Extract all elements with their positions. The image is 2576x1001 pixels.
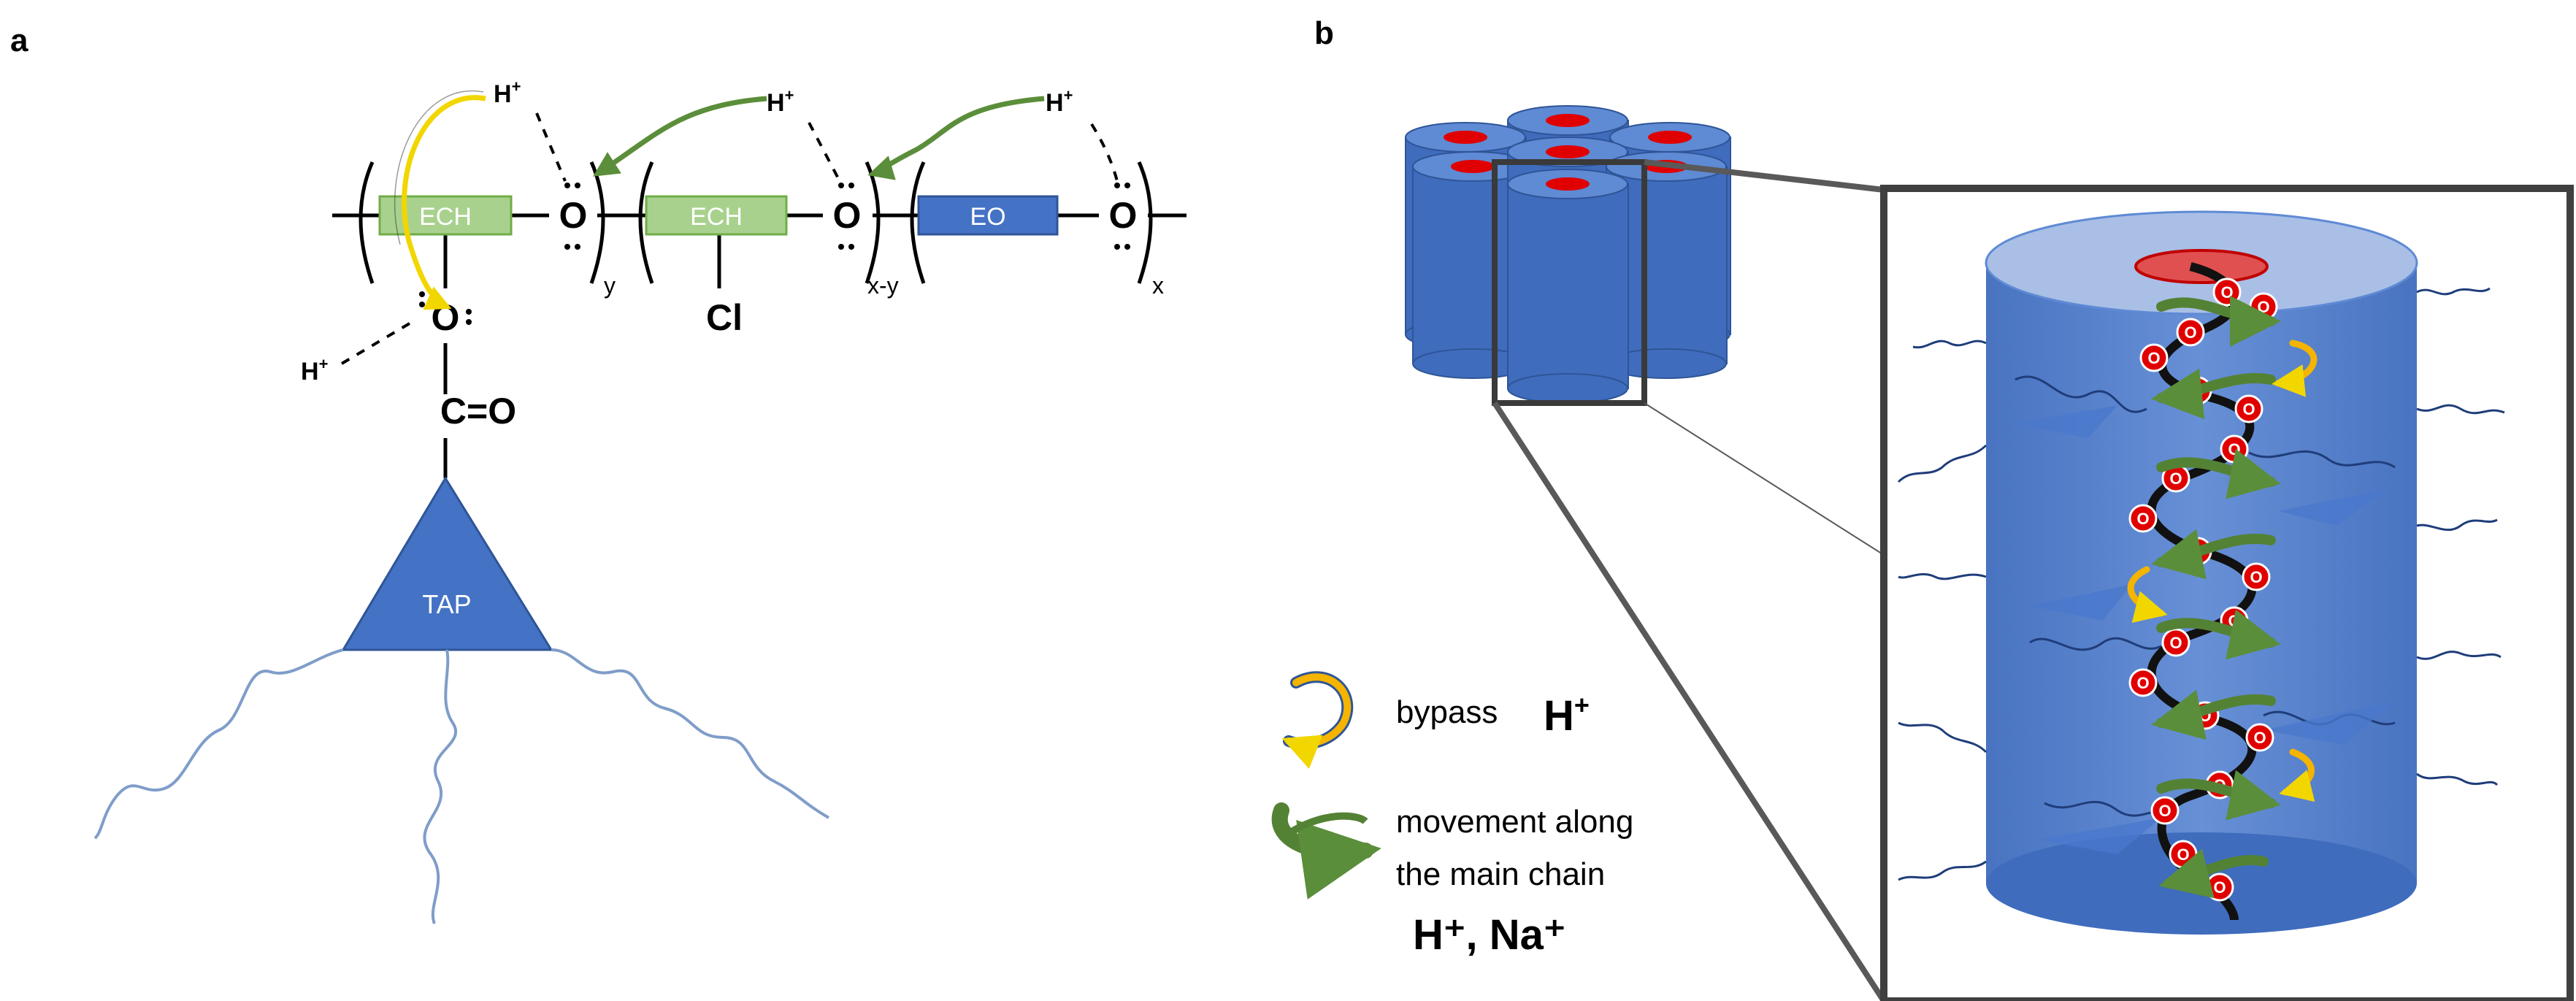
- svg-text:O: O: [2242, 400, 2255, 418]
- ech-unit-box: [645, 195, 788, 236]
- oxygen-marker: O: [2169, 840, 2198, 869]
- bypass-label: bypass: [1396, 694, 1498, 730]
- chlorine-label: Cl: [706, 297, 743, 338]
- oxygen-marker: O: [2212, 277, 2242, 307]
- oxygen-marker: O: [2205, 872, 2234, 902]
- svg-text:O: O: [1109, 195, 1138, 236]
- proton-2: H+: [767, 86, 794, 117]
- panel-a-label: a: [10, 23, 28, 58]
- oxygen-marker: O: [2150, 796, 2180, 825]
- enlarged-cylinder: [1985, 210, 2418, 935]
- subscript-x-y: x-y: [867, 272, 899, 299]
- oxygen-marker: O: [2161, 628, 2190, 657]
- zoom-selection-box: [1492, 159, 1647, 406]
- bypass-ion-label: H+: [1544, 690, 1590, 740]
- main-chain-label-line1: movement along: [1396, 804, 1633, 840]
- oxygen-marker: O: [2220, 434, 2249, 464]
- ester-oxygen: O: [419, 291, 472, 338]
- hydrogen-bond: [340, 320, 415, 365]
- proton-hop-arrow-yellow-outer: [394, 90, 484, 245]
- svg-text:H+: H+: [767, 86, 794, 117]
- tap-label: TAP: [422, 589, 471, 619]
- svg-text:O: O: [2136, 510, 2149, 528]
- svg-text:O: O: [2169, 634, 2182, 652]
- proton-4: H+: [301, 355, 328, 386]
- carbonyl-label: C=O: [440, 391, 516, 432]
- subscript-x: x: [1152, 272, 1164, 299]
- svg-text:O: O: [559, 195, 588, 236]
- svg-text:O: O: [2147, 349, 2160, 367]
- oxygen-marker: O: [2176, 318, 2205, 347]
- svg-text:O: O: [2177, 845, 2189, 864]
- svg-text:O: O: [2220, 283, 2233, 302]
- oxygen-marker: O: [2161, 464, 2190, 493]
- oxygen-marker: O: [2242, 562, 2271, 591]
- svg-text:O: O: [2228, 440, 2240, 459]
- ech-unit-label: ECH: [419, 203, 472, 231]
- proton-3: H+: [1046, 86, 1073, 117]
- cylinder-bundle: [1405, 105, 1731, 404]
- oxygen-marker: O: [2128, 668, 2158, 697]
- main-chain-movement-arrows: [2151, 295, 2281, 899]
- main-chain-ions-label: H⁺, Na⁺: [1413, 911, 1566, 959]
- svg-text:O: O: [2136, 674, 2149, 692]
- svg-text:O: O: [2169, 469, 2182, 488]
- proton-hop-arrow-green: [593, 96, 767, 177]
- zoom-line: [1492, 401, 1887, 1001]
- backbone-oxygen-2: O: [833, 183, 862, 250]
- panel-b-label: b: [1314, 15, 1334, 51]
- oxygen-marker: O: [2128, 504, 2158, 533]
- backbone-oxygen-3: O: [1109, 183, 1138, 250]
- oxygen-marker: O: [2139, 343, 2169, 372]
- proton-1: H+: [494, 77, 521, 108]
- zoom-line: [1644, 402, 1885, 556]
- svg-text:O: O: [833, 195, 862, 236]
- svg-text:O: O: [2257, 298, 2269, 316]
- hydrogen-bond: [808, 122, 841, 182]
- eo-unit-label: EO: [970, 203, 1005, 231]
- legend: bypass H+ movement along the main chain …: [1271, 671, 1633, 959]
- ech-unit-label: ECH: [690, 203, 743, 231]
- svg-text:O: O: [2158, 802, 2171, 820]
- svg-text:O: O: [2250, 568, 2262, 586]
- svg-text:H+: H+: [1046, 86, 1073, 117]
- main-chain-legend-icon: [1271, 802, 1381, 900]
- eo-unit-box: [917, 195, 1059, 236]
- oxygen-marker: O: [2245, 723, 2274, 752]
- hydrogen-bond: [1090, 123, 1119, 182]
- zoom-line: [1644, 159, 1885, 193]
- oxygen-marker: O: [2234, 394, 2263, 423]
- svg-text:O: O: [2184, 323, 2196, 342]
- svg-text:O: O: [2213, 878, 2226, 897]
- svg-text:H+: H+: [494, 77, 521, 108]
- bypass-arrows: [2127, 340, 2318, 802]
- svg-text:H+: H+: [301, 355, 328, 386]
- alkyl-tails: [93, 648, 829, 924]
- hydrogen-bond: [535, 112, 567, 182]
- lamella-shapes: [2015, 405, 2395, 854]
- proton-hop-arrow-yellow: [402, 95, 486, 310]
- ech-unit-box: [378, 195, 513, 236]
- svg-text:O: O: [2253, 729, 2266, 747]
- backbone-oxygen-1: O: [559, 183, 588, 250]
- main-chain-label-line2: the main chain: [1396, 856, 1605, 892]
- proton-hop-arrow-green: [867, 96, 1045, 180]
- subscript-y: y: [604, 272, 616, 299]
- tap-core: [341, 476, 553, 651]
